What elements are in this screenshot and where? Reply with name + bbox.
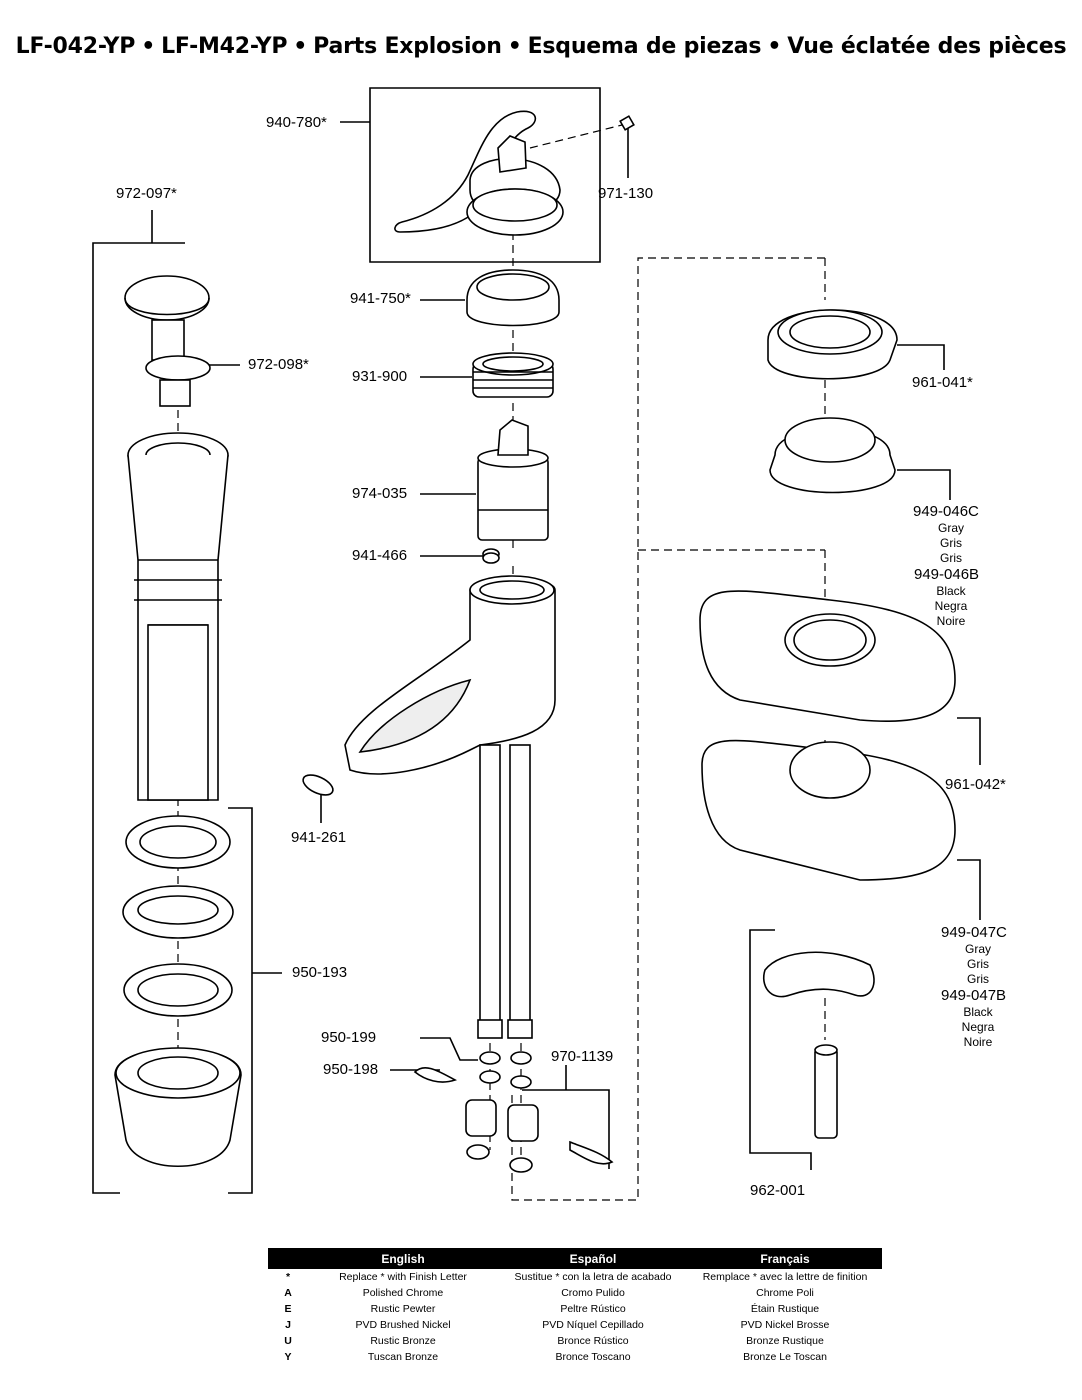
title-model-1: LF-042-YP (15, 34, 136, 59)
color-black-en: Black (936, 584, 966, 598)
legend-row: * Replace * with Finish Letter Sustitue … (268, 1269, 882, 1285)
label-941-466: 941-466 (352, 547, 408, 564)
legend-french: PVD Nickel Brosse (740, 1319, 830, 1331)
color-notes-046B: Black Negra Noire (911, 584, 991, 629)
parts-explosion-diagram (92, 87, 981, 1201)
handle-part (394, 110, 635, 236)
legend-row: A Polished Chrome Cromo Pulido Chrome Po… (268, 1285, 882, 1301)
legend-header-french: Français (760, 1251, 810, 1266)
label-941-750: 941-750* (350, 290, 411, 307)
legend-french: Bronze Le Toscan (743, 1351, 827, 1363)
legend-code: A (284, 1287, 292, 1299)
label-950-198: 950-198 (323, 1061, 379, 1078)
label-949-046B: 949-046B (914, 566, 980, 583)
label-931-900: 931-900 (352, 368, 408, 385)
color-black-fr: Noire (936, 614, 966, 628)
legend-english: Polished Chrome (362, 1287, 444, 1299)
label-974-035: 974-035 (352, 485, 408, 502)
legend-spanish: Cromo Pulido (561, 1287, 625, 1299)
nut-part (472, 352, 554, 398)
legend-spanish: Peltre Rústico (560, 1303, 626, 1315)
title-bullet: • (141, 34, 156, 59)
label-941-261: 941-261 (291, 829, 347, 846)
legend-french: Bronze Rustique (746, 1335, 824, 1347)
legend-row: Y Tuscan Bronze Bronce Toscano Bronze Le… (268, 1349, 882, 1365)
legend-spanish: PVD Níquel Cepillado (542, 1319, 644, 1331)
legend-spanish: Bronce Rústico (557, 1335, 629, 1347)
label-950-199: 950-199 (321, 1029, 377, 1046)
label-972-098: 972-098* (248, 356, 309, 373)
color-gray-es: Gris (967, 957, 989, 971)
legend-row: J PVD Brushed Nickel PVD Níquel Cepillad… (268, 1317, 882, 1333)
legend-spanish: Sustitue * con la letra de acabado (514, 1271, 672, 1283)
legend-english: Rustic Pewter (370, 1303, 436, 1315)
legend-row: U Rustic Bronze Bronce Rústico Bronze Ru… (268, 1333, 882, 1349)
title-bullet: • (507, 34, 522, 59)
label-970-1139: 970-1139 (551, 1048, 614, 1065)
title-model-2: LF-M42-YP (161, 34, 288, 59)
label-962-001: 962-001 (750, 1182, 806, 1199)
legend-english: Tuscan Bronze (367, 1351, 439, 1363)
legend-french: Remplace * avec la lettre de finition (702, 1271, 868, 1283)
faucet-body-part (302, 575, 556, 1039)
label-949-047B: 949-047B (941, 987, 1007, 1004)
title-bullet: • (767, 34, 782, 59)
drain-assembly-part (114, 275, 242, 1167)
leader-lines (92, 87, 981, 1194)
color-gray-en: Gray (964, 942, 991, 956)
legend-header-english: English (381, 1251, 425, 1266)
label-961-042: 961-042* (945, 776, 1006, 793)
color-gray-fr: Gris (967, 972, 989, 986)
title-english: Parts Explosion (313, 34, 502, 59)
color-gray-en: Gray (937, 521, 964, 535)
finish-legend-table: English Español Français * Replace * wit… (268, 1248, 882, 1365)
label-971-130: 971-130 (598, 185, 654, 202)
label-940-780: 940-780* (266, 114, 327, 131)
title-bullet: • (293, 34, 308, 59)
title-french: Vue éclatée des pièces (787, 34, 1067, 59)
cap-part (466, 269, 560, 327)
oring-part (482, 548, 500, 564)
fittings-part (413, 1051, 614, 1173)
legend-code: Y (284, 1351, 292, 1363)
color-gray-fr: Gris (940, 551, 962, 565)
page-title: LF-042-YP•LF-M42-YP•Parts Explosion•Esqu… (0, 34, 1082, 59)
legend-code: E (284, 1303, 292, 1315)
label-949-047C: 949-047C (941, 924, 1007, 941)
color-black-es: Negra (934, 599, 968, 613)
label-949-046C: 949-046C (913, 503, 979, 520)
color-black-fr: Noire (963, 1035, 993, 1049)
legend-header-spanish: Español (569, 1251, 617, 1266)
color-notes-047B: Black Negra Noire (938, 1005, 1018, 1050)
color-notes-046C: Gray Gris Gris (911, 521, 991, 566)
color-notes-047C: Gray Gris Gris (938, 942, 1018, 987)
legend-header-row: English Español Français (268, 1248, 882, 1269)
legend-code: * (285, 1271, 291, 1283)
label-950-193: 950-193 (292, 964, 348, 981)
escutcheon-parts (699, 309, 956, 1139)
label-961-041: 961-041* (912, 374, 973, 391)
label-972-097: 972-097* (116, 185, 177, 202)
legend-spanish: Bronce Toscano (555, 1351, 631, 1363)
legend-code: J (285, 1319, 291, 1331)
title-spanish: Esquema de piezas (527, 34, 762, 59)
color-black-es: Negra (961, 1020, 995, 1034)
legend-english: Rustic Bronze (370, 1335, 436, 1347)
legend-english: PVD Brushed Nickel (355, 1319, 451, 1331)
legend-french: Chrome Poli (756, 1287, 814, 1299)
cartridge-part (477, 419, 549, 541)
legend-french: Étain Rustique (750, 1303, 820, 1315)
legend-code: U (284, 1335, 292, 1347)
color-black-en: Black (963, 1005, 993, 1019)
legend-row: E Rustic Pewter Peltre Rústico Étain Rus… (268, 1301, 882, 1317)
legend-english: Replace * with Finish Letter (339, 1271, 467, 1283)
color-gray-es: Gris (940, 536, 962, 550)
